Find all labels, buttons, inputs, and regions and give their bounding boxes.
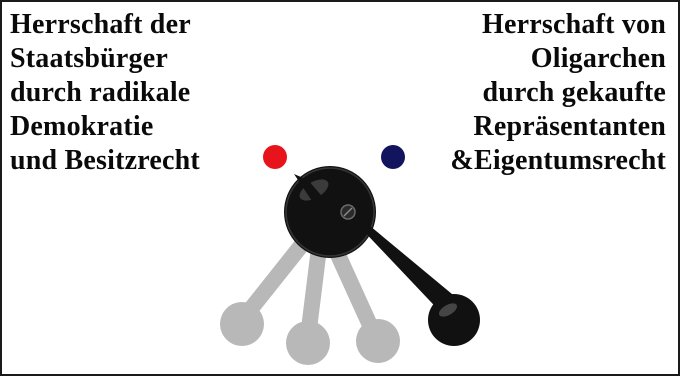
right-indicator-dot — [381, 145, 405, 169]
left-line-3: durch radikale — [10, 77, 191, 108]
left-line-1: Herrschaft der — [10, 9, 191, 40]
right-line-4: Repräsentanten — [473, 111, 666, 142]
left-indicator-dot — [263, 145, 287, 169]
lever-knob — [428, 294, 480, 346]
right-line-2: Oligarchen — [530, 43, 666, 74]
right-line-3: durch gekaufte — [482, 77, 666, 108]
left-line-5: und Besitzrecht — [10, 145, 200, 176]
lever-arm — [340, 206, 464, 320]
right-statement: Herrschaft von Oligarchen durch gekaufte… — [450, 8, 666, 178]
active-lever[interactable] — [340, 204, 480, 346]
left-line-2: Staatsbürger — [10, 43, 168, 74]
ghost-knob-2 — [286, 321, 330, 365]
switch-base-disc — [284, 166, 376, 258]
switch-base — [284, 166, 376, 258]
right-line-5: &Eigentumsrecht — [450, 145, 666, 176]
right-line-1: Herrschaft von — [482, 9, 666, 40]
left-statement: Herrschaft der Staatsbürger durch radika… — [10, 8, 200, 178]
ghost-knob-3 — [356, 319, 400, 363]
ghost-knob-1 — [220, 302, 264, 346]
switch-pointer — [294, 174, 332, 216]
left-line-4: Demokratie — [10, 111, 154, 142]
